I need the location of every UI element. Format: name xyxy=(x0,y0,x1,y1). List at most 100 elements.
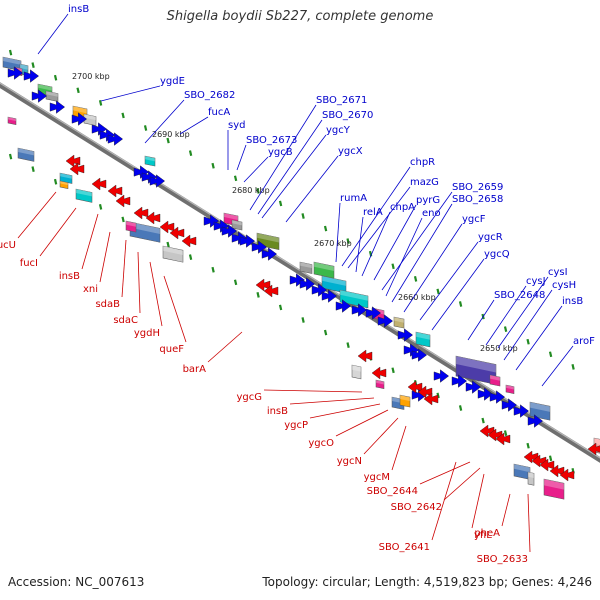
gene-box xyxy=(231,219,243,231)
forward-gene-arrow xyxy=(7,66,24,80)
gene-box-face xyxy=(299,261,313,274)
gene-box xyxy=(513,463,531,480)
gene-box-face xyxy=(7,116,17,126)
reverse-gene-arrow xyxy=(91,177,107,191)
gene-box xyxy=(415,331,431,348)
forward-gene-leader xyxy=(419,241,479,321)
forward-gene-leader xyxy=(541,345,574,387)
gene-box-shine xyxy=(130,222,160,234)
forward-gene-label: pyrG xyxy=(416,195,440,206)
tick-mark-lower xyxy=(98,204,103,210)
tick-mark-upper xyxy=(53,74,58,81)
reverse-gene-leader xyxy=(99,231,111,283)
gene-box-face xyxy=(313,261,335,279)
reverse-gene-label: queF xyxy=(159,344,184,355)
tick-mark-lower xyxy=(233,279,238,286)
kbp-tick-label: 2650 kbp xyxy=(480,344,518,353)
gene-box xyxy=(125,220,137,233)
gene-box-face xyxy=(455,355,497,385)
reverse-gene-label: SBO_2641 xyxy=(379,542,430,553)
forward-gene-leader xyxy=(257,119,323,215)
gene-box-shine xyxy=(506,385,514,390)
reverse-gene-label: ygcM xyxy=(364,472,390,483)
forward-gene-leader xyxy=(361,211,391,277)
forward-gene-arrow xyxy=(451,374,468,388)
forward-gene-leader xyxy=(261,134,327,219)
forward-gene-label: SBO_2658 xyxy=(452,194,503,205)
reverse-gene-leader xyxy=(81,213,99,270)
forward-gene-label: eno xyxy=(422,208,441,219)
gene-box-shine xyxy=(530,402,550,412)
forward-gene-label: insB xyxy=(562,296,583,307)
forward-gene-arrow xyxy=(351,303,368,317)
reverse-gene-leader xyxy=(335,409,389,437)
genome-summary-text: Topology: circular; Length: 4,519,823 bp… xyxy=(262,575,592,589)
reverse-gene-label: ygcG xyxy=(236,392,262,403)
forward-gene-label: insB xyxy=(68,4,89,15)
gene-box xyxy=(543,478,565,500)
forward-gene-label: ygcF xyxy=(462,214,486,225)
gene-box xyxy=(299,261,313,274)
reverse-gene-arrow xyxy=(145,211,161,225)
tick-mark-upper xyxy=(233,175,238,182)
forward-gene-leader xyxy=(236,144,247,171)
reverse-gene-label: SBO_2633 xyxy=(477,554,528,565)
gene-box-shine xyxy=(528,472,534,479)
gene-box-shine xyxy=(224,213,238,220)
forward-gene-label: cysH xyxy=(552,280,576,291)
forward-gene-label: cysI xyxy=(548,267,568,278)
forward-gene-leader xyxy=(37,13,69,55)
reverse-gene-arrow xyxy=(495,432,511,446)
kbp-tick-label: 2660 kbp xyxy=(398,293,436,302)
reverse-gene-label: yfiL xyxy=(474,530,492,541)
forward-gene-label: SBO_2648 xyxy=(494,290,545,301)
reverse-gene-leader xyxy=(419,461,471,485)
reverse-gene-label: barA xyxy=(183,364,207,375)
tick-mark-upper xyxy=(413,276,418,282)
tick-mark-lower xyxy=(548,455,553,462)
forward-gene-arrow xyxy=(365,306,382,320)
reverse-gene-leader xyxy=(391,425,407,471)
forward-gene-leader xyxy=(144,99,185,144)
gene-box-face xyxy=(59,180,69,190)
gene-box xyxy=(455,355,497,385)
reverse-gene-leader xyxy=(207,331,243,363)
gene-box xyxy=(399,394,411,408)
reverse-gene-leader xyxy=(289,397,375,405)
tick-mark-upper xyxy=(121,112,125,119)
tick-mark-lower xyxy=(53,178,58,185)
tick-mark-upper xyxy=(31,62,35,69)
forward-gene-leader xyxy=(467,299,495,341)
forward-gene-arrow xyxy=(149,174,166,188)
tick-mark-upper xyxy=(143,125,148,131)
gene-box-face xyxy=(399,394,411,408)
reverse-gene-label: ygcN xyxy=(337,456,362,467)
gene-box xyxy=(45,90,59,102)
tick-mark-lower xyxy=(31,166,35,173)
reverse-gene-label: ygcP xyxy=(284,420,308,431)
forward-gene-arrow xyxy=(261,247,278,261)
gene-box-face xyxy=(505,384,515,395)
gene-box-shine xyxy=(490,375,500,381)
reverse-gene-label: xni xyxy=(83,284,98,295)
reverse-gene-arrow xyxy=(587,442,600,456)
forward-gene-leader xyxy=(341,166,411,267)
tick-mark-upper xyxy=(166,137,170,144)
tick-mark-lower xyxy=(301,317,305,323)
reverse-gene-arrow xyxy=(371,366,387,380)
gene-box-shine xyxy=(46,91,58,97)
reverse-gene-label: sdaB xyxy=(95,299,120,310)
forward-gene-leader xyxy=(403,223,463,313)
reverse-gene-leader xyxy=(121,239,127,298)
forward-gene-label: cysJ xyxy=(526,276,546,287)
reverse-gene-arrow xyxy=(423,392,439,406)
forward-gene-arrow xyxy=(489,390,506,404)
forward-gene-arrow xyxy=(513,404,530,418)
forward-gene-leader xyxy=(249,104,317,211)
gene-box xyxy=(7,116,17,126)
forward-gene-label: SBO_2673 xyxy=(246,135,297,146)
reverse-gene-arrow xyxy=(115,194,131,208)
reverse-gene-leader xyxy=(431,461,457,541)
tick-mark-upper xyxy=(391,263,395,270)
